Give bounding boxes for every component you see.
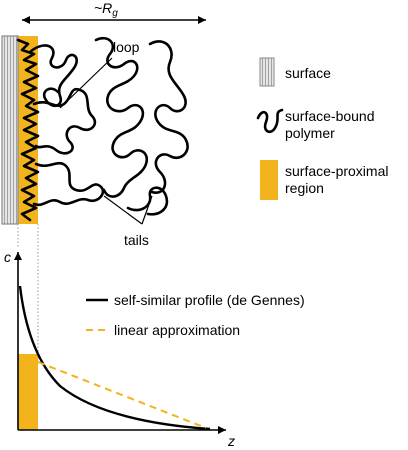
proximal-region-cap	[18, 354, 38, 430]
polymer-chain	[126, 186, 169, 216]
y-axis-label: c	[4, 249, 11, 265]
legend-surface-swatch	[259, 57, 275, 87]
brush-schematic: ~Rg loop tails	[1, 0, 206, 248]
x-axis-label: z	[227, 433, 235, 449]
legend-polymer-label-1: surface-bound	[285, 108, 375, 124]
polymer-chain	[148, 40, 189, 194]
legend-region-label-1: surface-proximal	[285, 163, 388, 179]
polymer-chain	[102, 140, 149, 198]
loop-leader-line	[59, 57, 113, 109]
tails-leader-line	[103, 195, 143, 225]
dense-polymer-layer	[16, 38, 40, 222]
legend-profile-label: self-similar profile (de Gennes)	[114, 292, 305, 308]
tails-leader-line	[141, 195, 153, 225]
polymer-chain	[32, 87, 97, 155]
concentration-plot: c z self-similar profile (de Gennes) lin…	[4, 249, 305, 449]
legend-region-swatch	[260, 160, 278, 200]
legend: surface surface-bound polymer surface-pr…	[256, 57, 388, 200]
proximal-region-band	[18, 36, 38, 224]
rg-label: ~Rg	[94, 0, 118, 19]
grafting-surface	[1, 35, 19, 225]
legend-polymer-label-2: polymer	[285, 125, 335, 141]
legend-linear-label: linear approximation	[114, 322, 240, 338]
tails-label: tails	[124, 232, 149, 248]
legend-surface-label: surface	[285, 65, 331, 81]
legend-region-label-2: region	[285, 180, 324, 196]
polymer-chain	[94, 36, 145, 144]
self-similar-profile-curve	[18, 285, 211, 431]
loop-label: loop	[113, 39, 140, 55]
linear-approximation-line	[37, 361, 207, 429]
legend-polymer-swatch	[256, 108, 284, 134]
polymer-chain	[32, 161, 105, 207]
polymer-chain	[28, 44, 78, 108]
